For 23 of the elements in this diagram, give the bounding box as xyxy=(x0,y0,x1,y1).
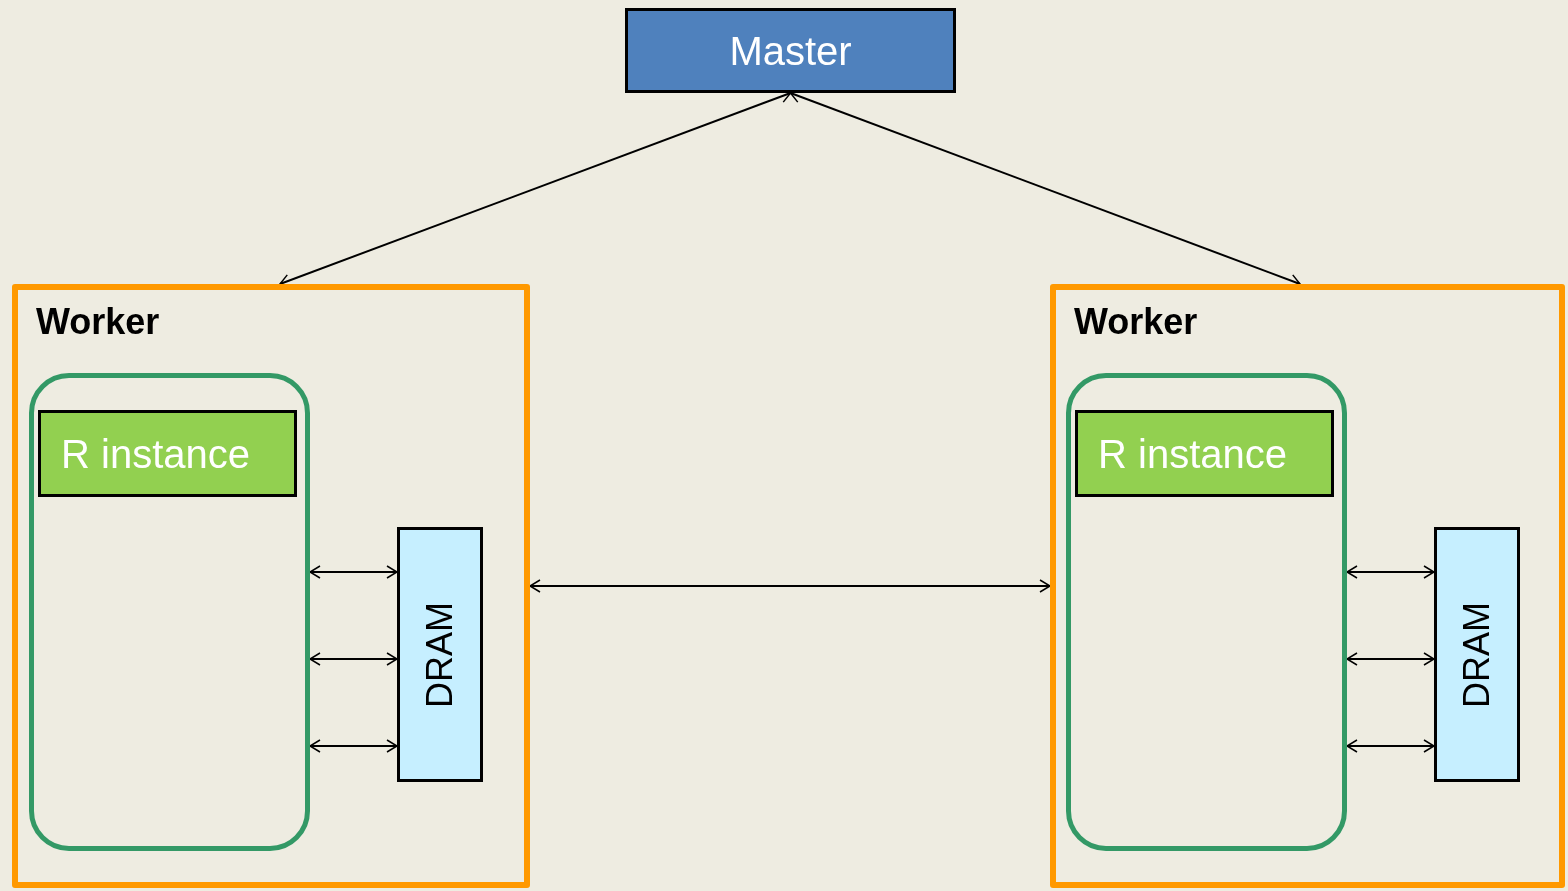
double-arrow xyxy=(1346,739,1435,753)
r-instance-label: R instance xyxy=(1098,433,1287,474)
worker-heading: Worker xyxy=(1074,304,1198,340)
dram-label: DRAM xyxy=(422,601,458,708)
dram-label: DRAM xyxy=(1459,601,1495,708)
rounded-box xyxy=(29,373,310,851)
double-arrow xyxy=(309,565,398,579)
double-arrow xyxy=(309,652,398,666)
worker-frame xyxy=(1050,284,1565,888)
double-arrow xyxy=(1346,565,1435,579)
master-box xyxy=(625,8,956,93)
dram-box xyxy=(397,527,483,782)
worker-heading: Worker xyxy=(36,304,160,340)
double-arrow xyxy=(1346,652,1435,666)
r-instance-label: R instance xyxy=(61,433,250,474)
double-arrow xyxy=(529,579,1051,593)
double-arrow xyxy=(309,739,398,753)
rounded-box xyxy=(1066,373,1347,851)
worker-frame xyxy=(12,284,530,888)
master-label: Master xyxy=(729,30,852,71)
r-instance-box xyxy=(1075,410,1334,497)
r-instance-box xyxy=(38,410,297,497)
dram-box xyxy=(1434,527,1520,782)
